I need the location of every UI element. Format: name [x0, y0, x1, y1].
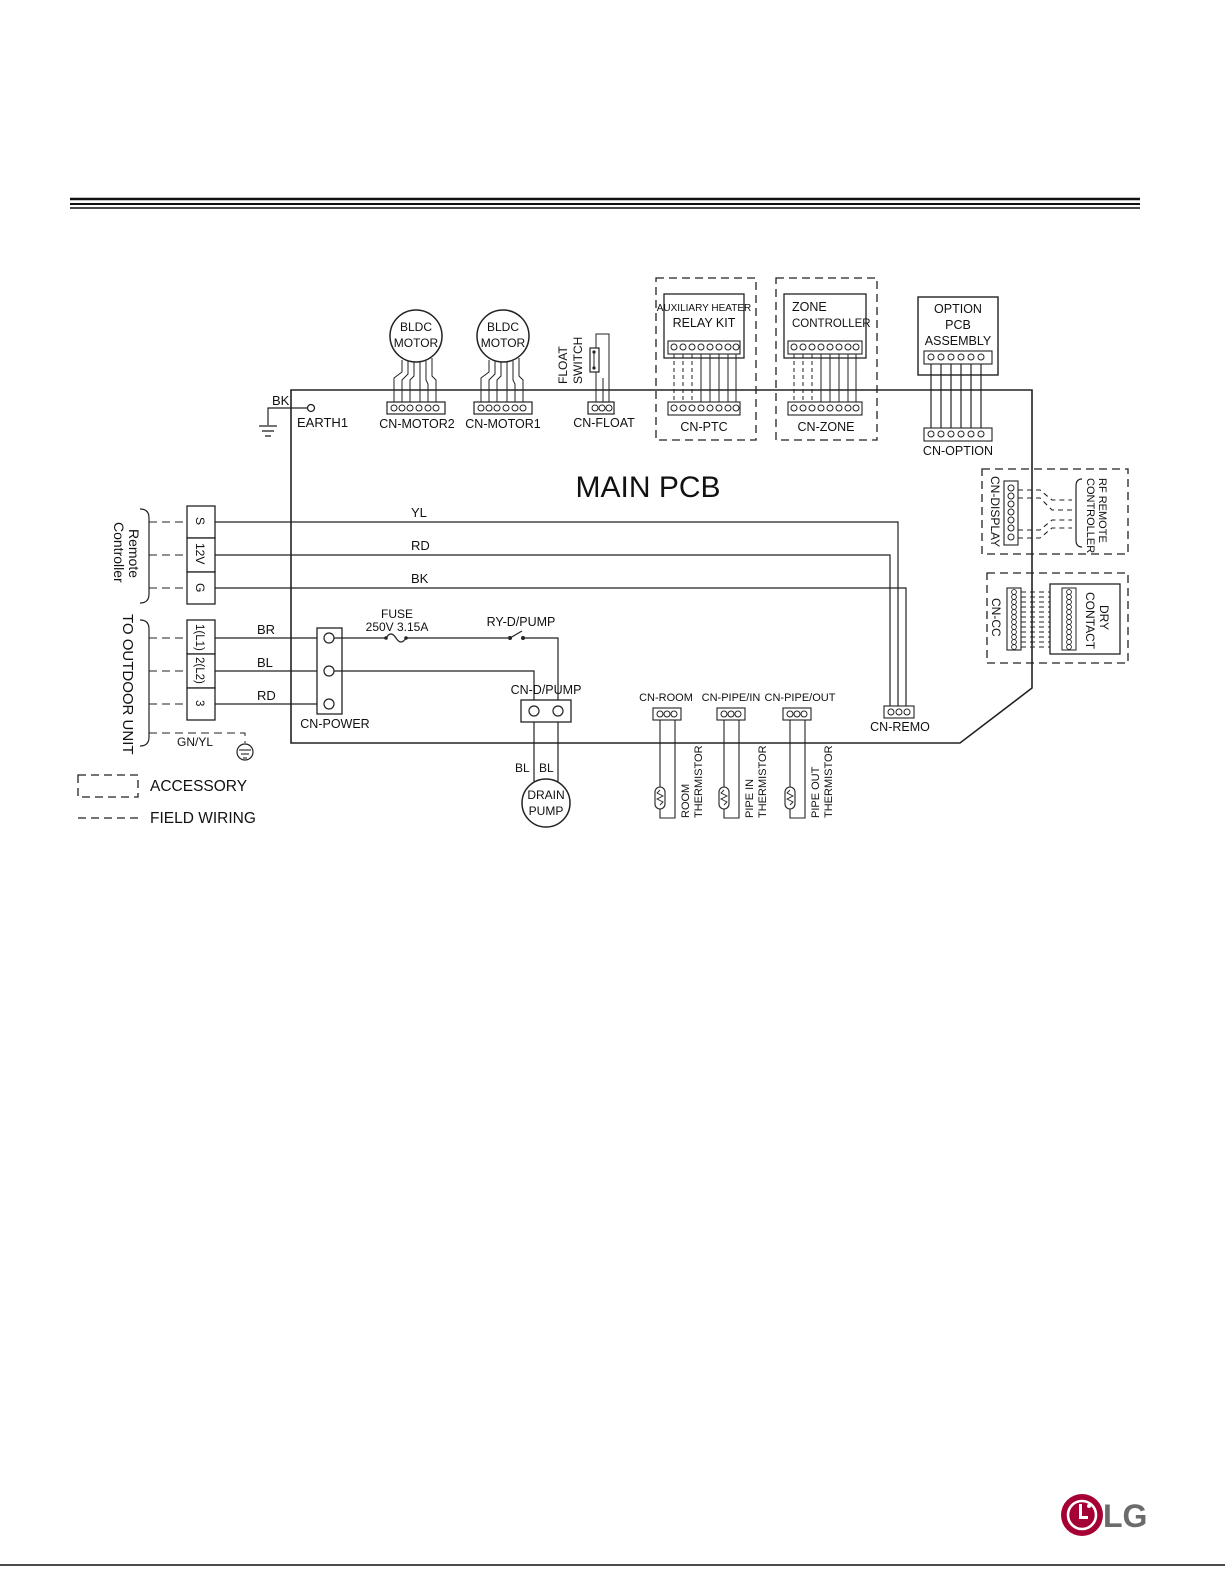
room-thermistor: CN-ROOM ROOM THERMISTOR [639, 692, 705, 819]
dry-contact: CN-CC DRY CONTACT [986, 572, 1129, 664]
outdoor-group-label: TO OUTDOOR UNIT [119, 614, 136, 755]
option-line1: OPTION [934, 302, 982, 316]
main-pcb-outline [290, 389, 1033, 744]
float-switch-line2: SWITCH [571, 337, 585, 384]
option-pcb-assembly: OPTION PCB ASSEMBLY CN-OPTION [917, 296, 999, 458]
power-connector: CN-POWER [300, 717, 369, 731]
remote-group-label-1: Remote [126, 529, 142, 578]
pipe-in-connector: CN-PIPE/IN [702, 692, 761, 704]
bldc-motor-1: BLDC MOTOR CN-MOTOR1 [465, 309, 541, 431]
legend-field-wiring: FIELD WIRING [150, 810, 256, 827]
earth-connection: BK EARTH1 [259, 393, 348, 437]
ground-wire-label: GN/YL [177, 735, 213, 749]
earth-label: EARTH1 [297, 415, 348, 430]
earth-wire-label: BK [272, 393, 290, 408]
outdoor-unit-terminals: TO OUTDOOR UNIT 1(L1) 2(L2) 3 GN/YL BR B… [119, 614, 370, 761]
wire-br-label: BR [257, 622, 275, 637]
option-line2: PCB [945, 318, 971, 332]
remote-terminal-s: S [193, 517, 207, 525]
main-pcb-title: MAIN PCB [575, 471, 720, 504]
pipe-out-label-1: PIPE OUT [810, 766, 822, 818]
zone-controller: ZONE CONTROLLER CN-ZONE [775, 277, 878, 441]
fuse-line2: 250V 3.15A [366, 620, 429, 634]
motor-1-line2: MOTOR [481, 336, 526, 350]
cc-connector: CN-CC [989, 598, 1003, 637]
dpump-connector: CN-D/PUMP [511, 683, 582, 697]
pump-wire-left: BL [515, 761, 530, 775]
room-connector: CN-ROOM [639, 692, 693, 704]
room-label-2: THERMISTOR [693, 745, 705, 818]
bldc-motor-2: BLDC MOTOR CN-MOTOR2 [379, 309, 455, 431]
aux-heater-relay-kit: AUXILIARY HEATER RELAY KIT CN-PTC [655, 277, 757, 441]
pipe-out-label-2: THERMISTOR [823, 745, 835, 818]
motor-1-connector: CN-MOTOR1 [465, 417, 541, 431]
motor-1-line1: BLDC [487, 320, 519, 334]
pump-line2: PUMP [529, 804, 564, 818]
zone-line1: ZONE [792, 300, 827, 314]
outdoor-terminal-1: 1(L1) [193, 624, 205, 651]
pipe-out-thermistor: CN-PIPE/OUT PIPE OUT THERMISTOR [765, 692, 836, 819]
dry-label-1: DRY [1097, 605, 1111, 630]
room-label-1: ROOM [680, 784, 692, 818]
zone-connector: CN-ZONE [798, 420, 855, 434]
option-line3: ASSEMBLY [925, 334, 992, 348]
motor-2-line1: BLDC [400, 320, 432, 334]
lg-logo: LG [1061, 1494, 1147, 1536]
legend: ACCESSORY FIELD WIRING [77, 774, 256, 827]
remo-connector: CN-REMO [870, 720, 930, 734]
option-connector: CN-OPTION [923, 444, 993, 458]
remote-controller-terminals: Remote Controller S 12V G YL RD BK CN-RE… [111, 505, 930, 734]
pipe-in-label-1: PIPE IN [744, 779, 756, 818]
legend-accessory: ACCESSORY [150, 778, 247, 795]
remote-group-label-2: Controller [111, 522, 127, 583]
heater-line1: AUXILIARY HEATER [657, 303, 751, 314]
pump-wire-right: BL [539, 761, 554, 775]
wire-yl-label: YL [411, 505, 427, 520]
header-rule [70, 197, 1140, 209]
float-switch-line1: FLOAT [556, 346, 570, 384]
display-connector: CN-DISPLAY [988, 476, 1002, 547]
ptc-connector: CN-PTC [680, 420, 727, 434]
relay-label: RY-D/PUMP [487, 615, 556, 629]
float-connector: CN-FLOAT [573, 416, 635, 430]
wire-rd-label: RD [411, 538, 430, 553]
pipe-in-thermistor: CN-PIPE/IN PIPE IN THERMISTOR [702, 692, 769, 819]
pipe-in-label-2: THERMISTOR [757, 745, 769, 818]
wire-bl-label: BL [257, 655, 273, 670]
float-switch: FLOAT SWITCH CN-FLOAT [556, 333, 635, 430]
outdoor-terminal-3: 3 [193, 700, 205, 706]
motor-2-connector: CN-MOTOR2 [379, 417, 455, 431]
lg-logo-text: LG [1103, 1498, 1147, 1534]
display-label-1: RF REMOTE [1096, 478, 1108, 543]
display-label-2: CONTROLLER [1084, 478, 1096, 553]
outdoor-terminal-2: 2(L2) [193, 657, 205, 684]
remote-terminal-g: G [193, 583, 207, 592]
zone-line2: CONTROLLER [792, 318, 871, 330]
rf-remote-controller: CN-DISPLAY RF REMOTE CONTROLLER [981, 468, 1129, 555]
wire-rd-outdoor-label: RD [257, 688, 276, 703]
remote-terminal-12v: 12V [193, 543, 207, 564]
pump-line1: DRAIN [527, 788, 564, 802]
motor-2-line2: MOTOR [394, 336, 439, 350]
fuse-line1: FUSE [381, 607, 413, 621]
drain-pump-circuit: FUSE 250V 3.15A RY-D/PUMP CN-D/PUMP BL B… [334, 607, 582, 828]
wire-bk-label: BK [411, 571, 429, 586]
pipe-out-connector: CN-PIPE/OUT [765, 692, 836, 704]
heater-line2: RELAY KIT [673, 316, 736, 330]
dry-label-2: CONTACT [1083, 592, 1097, 650]
